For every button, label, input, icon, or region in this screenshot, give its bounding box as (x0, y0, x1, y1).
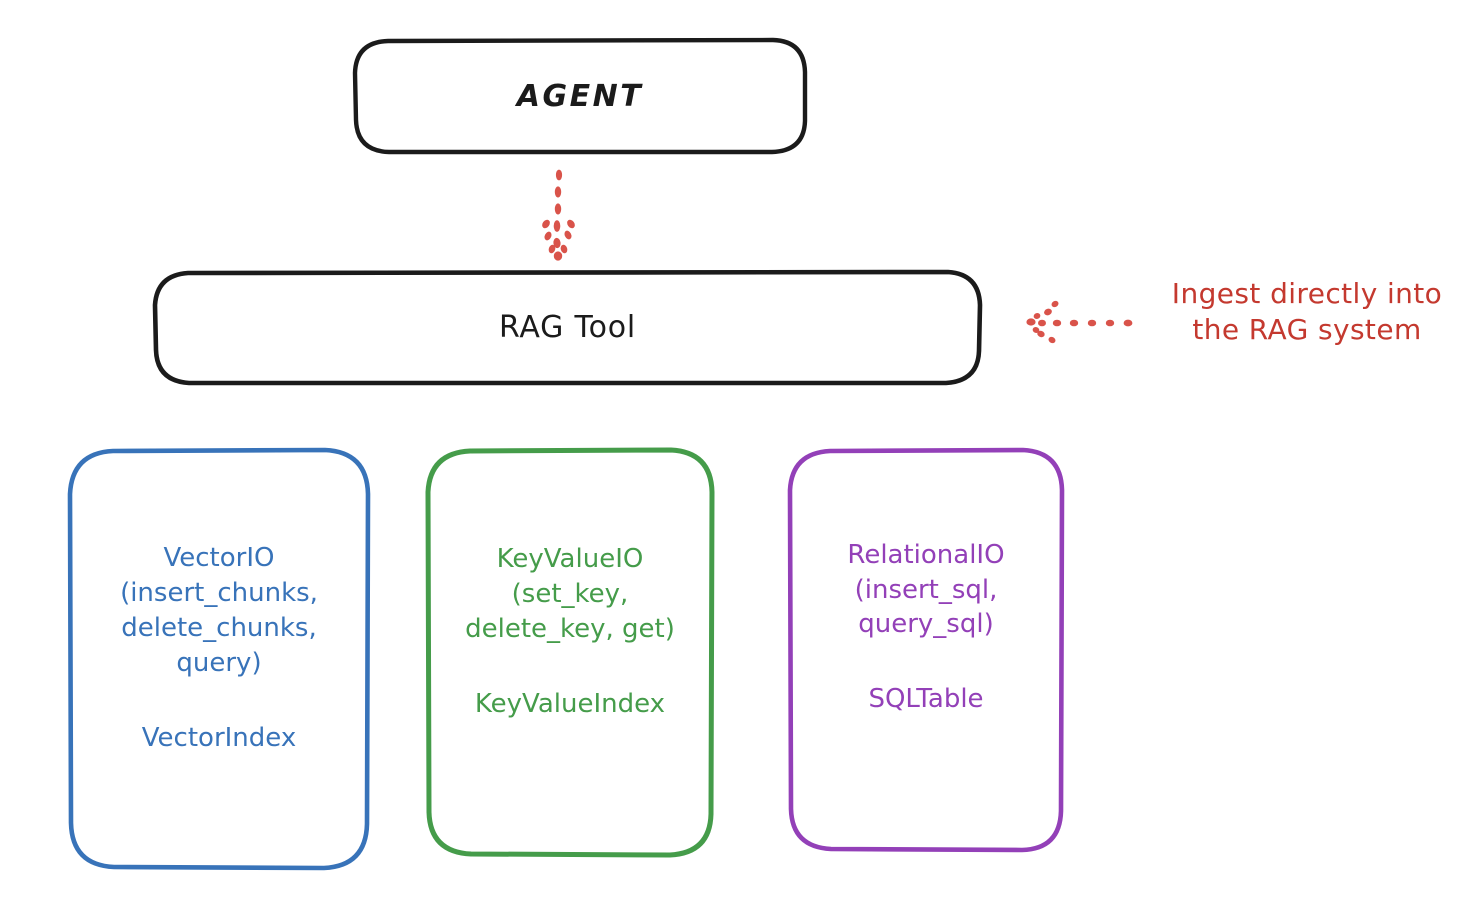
vector-io-api-label: VectorIO (insert_chunks, delete_chunks, … (120, 543, 318, 678)
node-key-value-io[interactable]: KeyValueIO (set_key, delete_key, get) Ke… (428, 450, 712, 855)
node-vector-io[interactable]: VectorIO (insert_chunks, delete_chunks, … (70, 450, 368, 868)
vector-io-content: VectorIO (insert_chunks, delete_chunks, … (110, 541, 328, 752)
relational-io-api-label: RelationalIO (insert_sql, query_sql) (847, 539, 1005, 640)
agent-to-rag-tool-arrow (542, 169, 575, 261)
agent-box-outline (352, 37, 808, 155)
relational-io-content: RelationalIO (insert_sql, query_sql) SQL… (837, 538, 1014, 714)
key-value-io-box-outline (425, 447, 715, 858)
ingest-annotation-arrow (1026, 300, 1133, 344)
vector-io-box-outline (67, 447, 371, 871)
node-relational-io[interactable]: RelationalIO (insert_sql, query_sql) SQL… (790, 450, 1062, 850)
key-value-io-api-label: KeyValueIO (set_key, delete_key, get) (465, 544, 675, 644)
node-agent[interactable]: AGENT (355, 40, 805, 152)
rag-tool-box-outline (152, 269, 983, 386)
key-value-io-content: KeyValueIO (set_key, delete_key, get) Ke… (455, 542, 685, 718)
key-value-io-index-label: KeyValueIndex (474, 688, 666, 719)
relational-io-index-label: SQLTable (868, 684, 984, 715)
rag-tool-label: RAG Tool (498, 310, 637, 345)
relational-io-box-outline (787, 447, 1065, 853)
vector-io-index-label: VectorIndex (141, 722, 297, 753)
node-rag-tool[interactable]: RAG Tool (155, 272, 980, 383)
ingest-annotation-label: Ingest directly into the RAG system (1171, 277, 1443, 346)
agent-label: AGENT (516, 78, 644, 114)
